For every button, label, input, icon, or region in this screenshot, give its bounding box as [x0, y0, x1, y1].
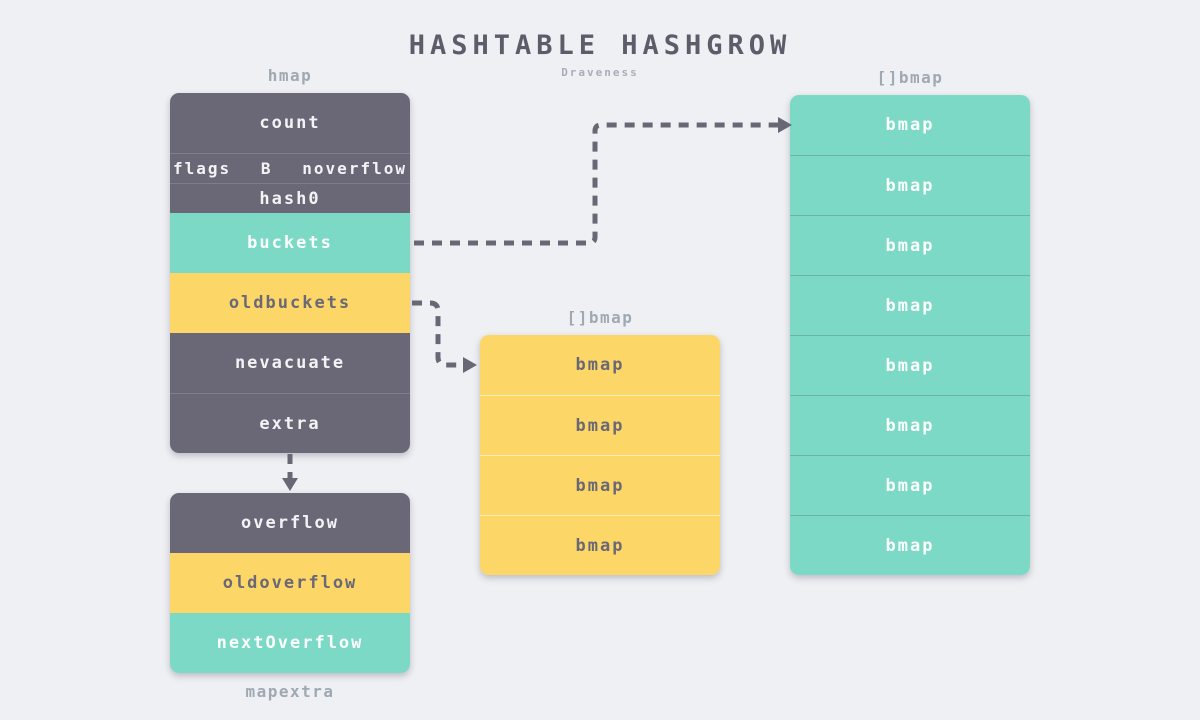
mapextra-field-nextoverflow: nextOverflow: [170, 613, 410, 673]
hmap-field-hash0: hash0: [170, 183, 410, 213]
old-bmap-cell: bmap: [480, 335, 720, 395]
mapextra-struct-label: mapextra: [245, 682, 335, 701]
page-subtitle: Draveness: [561, 66, 639, 79]
hmap-field-buckets: buckets: [170, 213, 410, 273]
hmap-field-extra: extra: [170, 393, 410, 453]
old-bmap-cell: bmap: [480, 455, 720, 515]
hmap-struct-label: hmap: [267, 66, 313, 85]
hmap-field-count: count: [170, 93, 410, 153]
arrow-extra-to-mapextra: [282, 454, 298, 491]
mapextra-field-overflow: overflow: [170, 493, 410, 553]
new-bmap-cell: bmap: [790, 275, 1030, 335]
old-bmap-array-box: bmap bmap bmap bmap: [480, 335, 720, 575]
old-bmap-cell: bmap: [480, 395, 720, 455]
new-bmap-array-label: []bmap: [876, 68, 944, 87]
new-bmap-cell: bmap: [790, 215, 1030, 275]
old-bmap-cell: bmap: [480, 515, 720, 575]
arrow-oldbuckets-to-old-bmap: [412, 300, 477, 373]
hmap-field-flags-b-noverflow: flags B noverflow: [170, 153, 410, 183]
new-bmap-cell: bmap: [790, 95, 1030, 155]
hmap-field-noverflow: noverflow: [302, 159, 407, 178]
arrow-buckets-to-new-bmap: [414, 117, 792, 246]
hmap-field-oldbuckets: oldbuckets: [170, 273, 410, 333]
new-bmap-array-box: bmap bmap bmap bmap bmap bmap bmap bmap: [790, 95, 1030, 575]
hmap-struct-box: count flags B noverflow hash0 buckets ol…: [170, 93, 410, 453]
new-bmap-cell: bmap: [790, 395, 1030, 455]
new-bmap-cell: bmap: [790, 155, 1030, 215]
mapextra-struct-box: overflow oldoverflow nextOverflow: [170, 493, 410, 673]
page-title: HASHTABLE HASHGROW: [408, 30, 792, 61]
mapextra-field-oldoverflow: oldoverflow: [170, 553, 410, 613]
old-bmap-array-label: []bmap: [566, 308, 634, 327]
hmap-field-flags: flags: [173, 159, 232, 178]
new-bmap-cell: bmap: [790, 515, 1030, 575]
hmap-field-nevacuate: nevacuate: [170, 333, 410, 393]
new-bmap-cell: bmap: [790, 335, 1030, 395]
new-bmap-cell: bmap: [790, 455, 1030, 515]
hmap-field-b: B: [260, 159, 273, 178]
